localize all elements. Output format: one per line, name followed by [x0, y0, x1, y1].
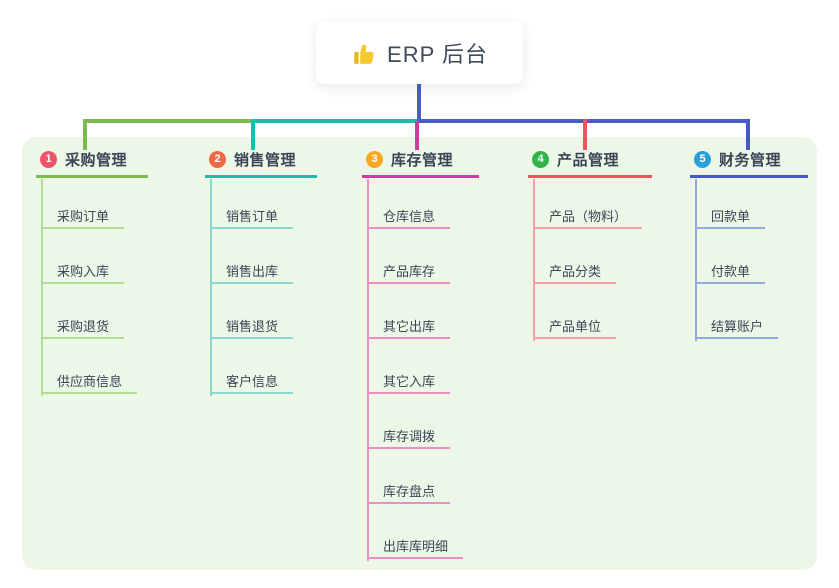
branch-node-sales[interactable]: 2 销售管理 — [205, 148, 317, 178]
branch-badge-1: 1 — [40, 150, 57, 168]
rail-sales — [210, 179, 212, 396]
bus-segment-purchase — [83, 119, 253, 123]
root-node[interactable]: ERP 后台 — [316, 22, 523, 84]
root-stem-line — [417, 84, 421, 121]
branch-label-product: 产品管理 — [557, 151, 620, 169]
branches-panel — [22, 137, 817, 570]
node-product-material[interactable]: 产品（物料） — [533, 205, 643, 229]
node-product-category[interactable]: 产品分类 — [533, 260, 617, 284]
drop-line-purchase — [83, 119, 87, 150]
node-purchase-return[interactable]: 采购退货 — [41, 315, 125, 339]
node-warehouse-info[interactable]: 仓库信息 — [367, 205, 451, 229]
rail-finance — [695, 179, 697, 341]
node-purchase-order[interactable]: 采购订单 — [41, 205, 125, 229]
node-outbound-detail[interactable]: 出库库明细 — [367, 535, 464, 559]
branch-badge-5: 5 — [694, 150, 711, 168]
node-collection-doc[interactable]: 回款单 — [695, 205, 766, 229]
node-supplier-info[interactable]: 供应商信息 — [41, 370, 138, 394]
node-other-outbound[interactable]: 其它出库 — [367, 315, 451, 339]
branch-node-purchase[interactable]: 1 采购管理 — [36, 148, 148, 178]
node-product-stock[interactable]: 产品库存 — [367, 260, 451, 284]
rail-purchase — [41, 179, 43, 396]
rail-inventory — [367, 179, 369, 561]
drop-line-finance — [746, 119, 750, 150]
branch-badge-2: 2 — [209, 150, 226, 168]
node-sales-outbound[interactable]: 销售出库 — [210, 260, 294, 284]
branch-node-product[interactable]: 4 产品管理 — [528, 148, 652, 178]
branch-node-finance[interactable]: 5 财务管理 — [690, 148, 808, 178]
drop-line-inventory — [415, 121, 419, 150]
drop-line-sales — [251, 119, 255, 150]
node-settlement-account[interactable]: 结算账户 — [695, 315, 779, 339]
rail-product — [533, 179, 535, 341]
bus-segment-sales — [251, 119, 419, 123]
branch-node-inventory[interactable]: 3 库存管理 — [362, 148, 479, 178]
node-customer-info[interactable]: 客户信息 — [210, 370, 294, 394]
node-sales-return[interactable]: 销售退货 — [210, 315, 294, 339]
thumbs-up-icon — [354, 44, 374, 64]
branch-label-purchase: 采购管理 — [65, 151, 128, 169]
node-product-unit[interactable]: 产品单位 — [533, 315, 617, 339]
node-stock-transfer[interactable]: 库存调拨 — [367, 425, 451, 449]
drop-line-product — [583, 119, 587, 150]
branch-badge-4: 4 — [532, 150, 549, 168]
node-payment-doc[interactable]: 付款单 — [695, 260, 766, 284]
branch-label-sales: 销售管理 — [234, 151, 297, 169]
node-sales-order[interactable]: 销售订单 — [210, 205, 294, 229]
branch-label-finance: 财务管理 — [719, 151, 782, 169]
branch-badge-3: 3 — [366, 150, 383, 168]
node-stock-check[interactable]: 库存盘点 — [367, 480, 451, 504]
branch-label-inventory: 库存管理 — [391, 151, 454, 169]
root-node-label: ERP 后台 — [387, 42, 488, 67]
node-other-inbound[interactable]: 其它入库 — [367, 370, 451, 394]
node-purchase-inbound[interactable]: 采购入库 — [41, 260, 125, 284]
